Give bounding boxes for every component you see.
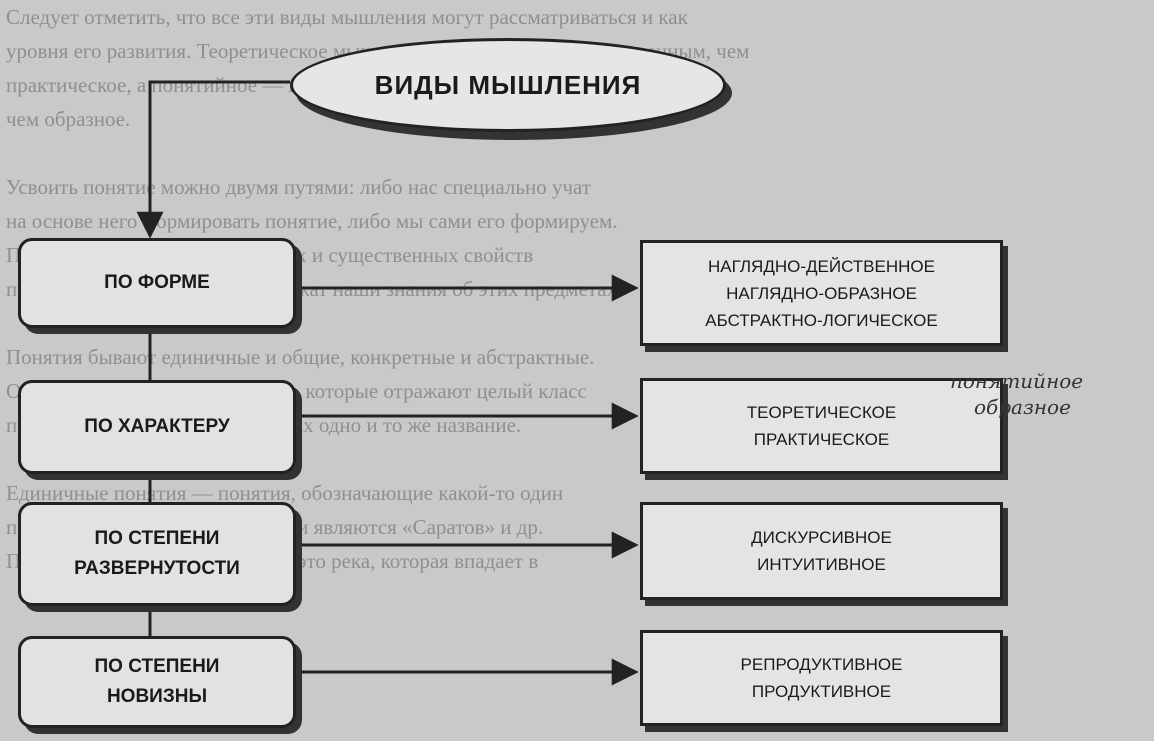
bg-line: чем образное. (6, 107, 131, 131)
handwritten-note: понятийное образное (950, 368, 1083, 420)
diagram-title: ВИДЫ МЫШЛЕНИЯ (290, 38, 726, 132)
arrow-title-to-form (136, 80, 290, 239)
bg-line: Понятия бывают единичные и общие, конкре… (6, 345, 595, 369)
bg-line: Усвоить понятие можно двумя путями: либо… (6, 175, 591, 199)
types-by-novelty: РЕПРОДУКТИВНОЕ ПРОДУКТИВНОЕ (640, 630, 1003, 726)
note-line: понятийное (950, 369, 1084, 393)
bg-line: на основе него формировать понятие, либо… (6, 209, 618, 233)
bg-line: Следует отметить, что все эти виды мышле… (6, 5, 688, 29)
category-by-character: ПО ХАРАКТЕРУ (18, 380, 296, 474)
type-item: НАГЛЯДНО-ОБРАЗНОЕ (726, 283, 917, 303)
type-item: ТЕОРЕТИЧЕСКОЕ (746, 403, 897, 422)
category-by-novelty: ПО СТЕПЕНИ НОВИЗНЫ (18, 636, 296, 728)
type-item: РЕПРОДУКТИВНОЕ (740, 655, 903, 674)
category-by-form: ПО ФОРМЕ (18, 238, 296, 328)
types-by-form: НАГЛЯДНО-ДЕЙСТВЕННОЕ НАГЛЯДНО-ОБРАЗНОЕ А… (640, 240, 1003, 346)
category-by-expansion: ПО СТЕПЕНИ РАЗВЕРНУТОСТИ (18, 502, 296, 606)
type-item: ДИСКУРСИВНОЕ (751, 528, 892, 547)
type-item: НАГЛЯДНО-ДЕЙСТВЕННОЕ (708, 256, 935, 276)
note-line: образное (974, 395, 1071, 419)
bg-line: Единичные понятия — понятия, обозначающи… (6, 481, 564, 505)
types-by-character: ТЕОРЕТИЧЕСКОЕ ПРАКТИЧЕСКОЕ (640, 378, 1003, 474)
type-item: АБСТРАКТНО-ЛОГИЧЕСКОЕ (705, 310, 938, 330)
type-item: ИНТУИТИВНОЕ (757, 555, 886, 574)
type-item: ПРАКТИЧЕСКОЕ (753, 430, 890, 449)
types-by-expansion: ДИСКУРСИВНОЕ ИНТУИТИВНОЕ (640, 502, 1003, 600)
type-item: ПРОДУКТИВНОЕ (751, 682, 892, 701)
